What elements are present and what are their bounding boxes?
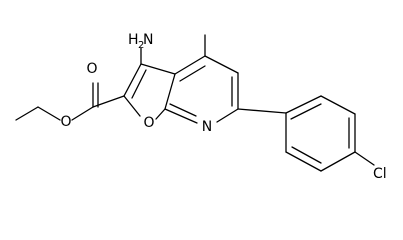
bond-ethyl-ch3-ch2: [15, 106, 39, 121]
bond-ethyl-ch2-o: [37, 106, 61, 121]
bond-c3a-c4: [174, 55, 206, 75]
bond-ph-c4-c5: [320, 151, 356, 172]
bond-ph-c2-c3: [320, 95, 356, 115]
bond-c3a-c4-double: [179, 65, 206, 82]
amine-hydrogen-label: H: [128, 32, 139, 48]
bond-ph-c1-c2: [285, 95, 322, 114]
bond-c3a-c7a: [164, 73, 176, 110]
pyridine-nitrogen-label: N: [202, 119, 212, 135]
bond-c2-c3-double: [131, 69, 147, 99]
furan-oxygen-label: O: [143, 115, 154, 131]
bond-c6-n: [216, 108, 239, 123]
bond-ph-c1-c2-double: [290, 103, 322, 120]
bond-n-c7a-double: [169, 103, 197, 117]
ester-oxygen-label: O: [60, 114, 71, 130]
bond-o-c2: [123, 95, 141, 117]
chlorine-label: Cl: [373, 166, 387, 182]
bond-c3-c3a: [140, 63, 176, 75]
bond-n-c7a: [164, 108, 198, 124]
bond-c4-c5: [204, 55, 239, 74]
bond-ph-c5-c6-double: [291, 146, 322, 164]
bond-c2-c3: [123, 63, 142, 97]
amine-hydrogen-count: 2: [138, 40, 144, 51]
chemical-structure-canvas: N H 2 O O O N Cl: [15, 32, 387, 182]
molecule-drawing: N H 2 O O O N Cl: [15, 32, 387, 182]
bond-ph-c4-cl: [354, 151, 375, 166]
bond-c7a-o: [155, 108, 166, 120]
bond-ph-c5-c6: [285, 151, 322, 172]
amine-nitrogen-label: N: [143, 32, 153, 48]
bond-ester-o-c: [71, 106, 94, 121]
bond-c6-phenyl: [237, 108, 287, 114]
carbonyl-oxygen-label: O: [86, 61, 97, 77]
bond-ester-c-c2: [92, 95, 125, 108]
